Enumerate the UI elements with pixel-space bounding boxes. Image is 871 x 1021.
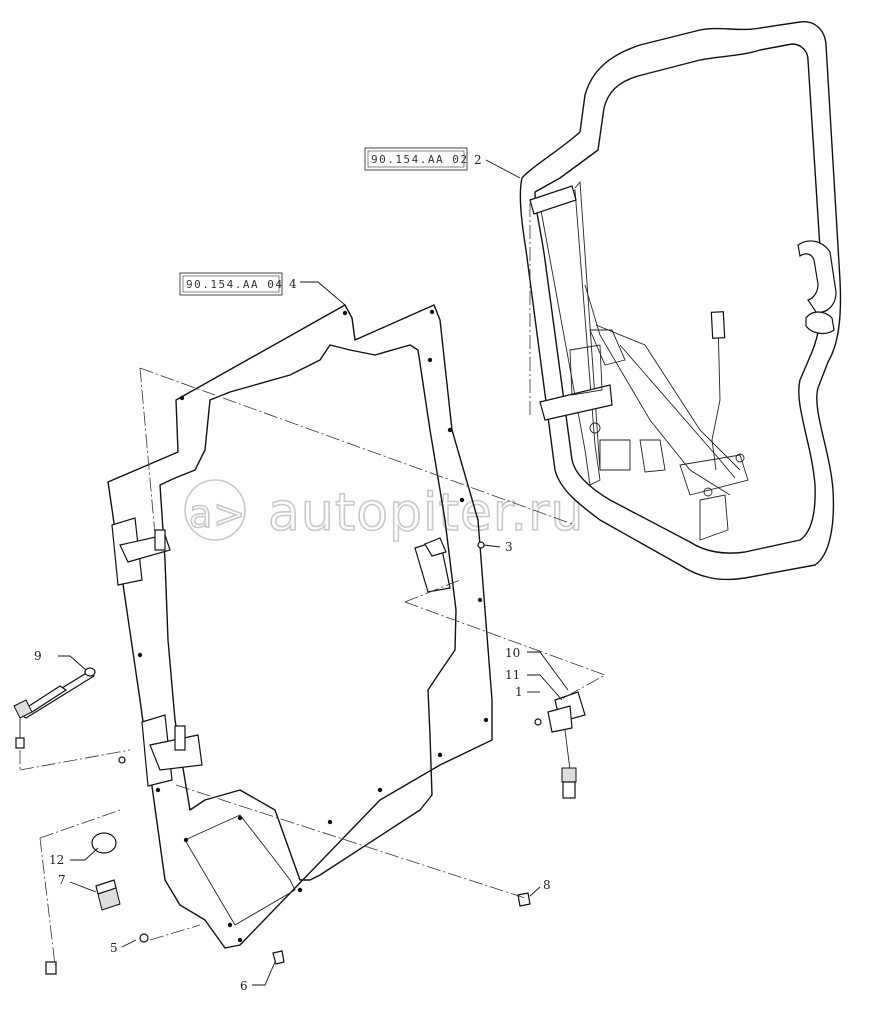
- reference-label-lower: 90.154.AA 04: [186, 278, 283, 291]
- bolt-8: [517, 892, 531, 907]
- watermark-text: autopiter.ru: [268, 483, 584, 543]
- callout-labels: 2 4 3 9 10 11 1 12 7 5 6 8: [34, 153, 551, 993]
- callout-5: 5: [110, 941, 118, 955]
- callout-12: 12: [49, 853, 64, 867]
- assembly-lines: [19, 200, 606, 966]
- callout-6: 6: [240, 979, 248, 993]
- screw-3: [477, 541, 485, 549]
- reference-label-upper: 90.154.AA 02: [371, 153, 468, 166]
- callout-2: 2: [474, 153, 482, 167]
- block-part: [95, 879, 121, 911]
- watermark: a> autopiter.ru: [184, 479, 584, 544]
- washer: [118, 756, 126, 764]
- callout-7: 7: [58, 873, 66, 887]
- gas-strut: [13, 667, 96, 749]
- leader-lines: [58, 159, 569, 986]
- callout-11: 11: [505, 668, 520, 682]
- door-glass-panel: [107, 304, 493, 949]
- door-assembly-upper: [519, 21, 842, 581]
- svg-text:a>: a>: [189, 492, 246, 536]
- callout-8: 8: [543, 878, 551, 892]
- callout-9: 9: [34, 649, 42, 663]
- nut: [139, 933, 149, 943]
- bracket-switch: [534, 691, 586, 799]
- reference-box-upper[interactable]: 90.154.AA 02: [364, 147, 468, 171]
- bottom-fastener: [45, 961, 57, 975]
- callout-3: 3: [505, 540, 513, 554]
- bolt-6: [272, 950, 285, 965]
- callout-4: 4: [289, 277, 297, 291]
- callout-10: 10: [505, 646, 520, 660]
- reference-box-lower[interactable]: 90.154.AA 04: [179, 272, 283, 296]
- callout-1: 1: [515, 685, 523, 699]
